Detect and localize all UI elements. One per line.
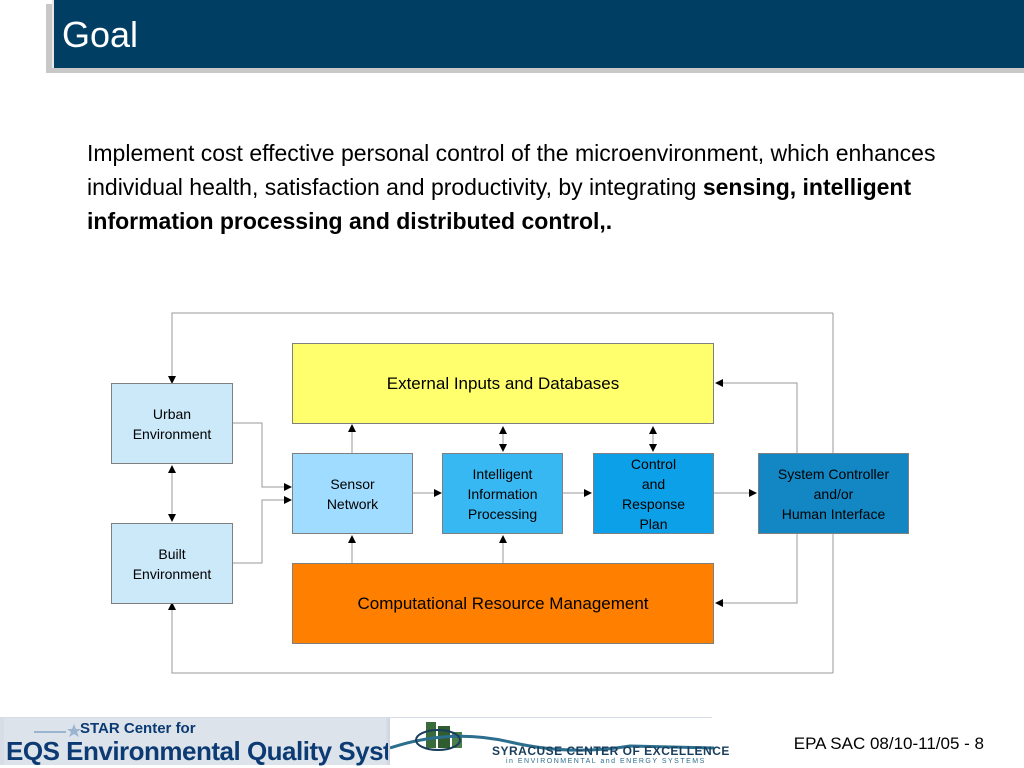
built-to-sensor: [232, 496, 292, 564]
urban-to-sensor: [232, 422, 292, 491]
slide-title: Goal: [62, 14, 139, 55]
goal-text: Implement cost effective personal contro…: [87, 140, 936, 200]
syracuse-sub-text: in ENVIRONMENTAL and ENERGY SYSTEMS: [506, 758, 706, 765]
system-to-computational: [715, 533, 798, 607]
urban-environment-box: Urban Environment: [111, 383, 233, 464]
external-inputs-box: External Inputs and Databases: [292, 343, 714, 424]
syracuse-logo: [388, 718, 714, 765]
computational-management-box: Computational Resource Management: [292, 563, 714, 644]
eqs-star-icon: [34, 724, 81, 737]
goal-text-emphasis: sensing, intelligent information process…: [87, 174, 912, 234]
system-controller-box: System Controller and/or Human Interface: [758, 453, 909, 534]
eqs-main-text: EQS Environmental Quality Systems: [6, 736, 442, 766]
intelligent-processing-box: Intelligent Information Processing: [442, 453, 563, 534]
slide-reference: EPA SAC 08/10-11/05 - 8: [793, 734, 984, 753]
control-response-box: Control and Response Plan: [593, 453, 714, 534]
eqs-top-text: STAR Center for: [80, 720, 196, 737]
syracuse-main-text: SYRACUSE CENTER OF EXCELLENCE: [492, 744, 730, 758]
outer-loop-top: [168, 312, 833, 384]
system-to-external: [715, 379, 798, 453]
syracuse-building-icon: [390, 722, 714, 752]
title-bar: [52, 0, 1024, 68]
outer-loop-bottom: [168, 602, 833, 674]
sensor-network-box: Sensor Network: [292, 453, 413, 534]
goal-statement: Implement cost effective personal contro…: [87, 136, 947, 238]
eqs-logo: [4, 718, 386, 765]
built-environment-box: Built Environment: [111, 523, 233, 604]
